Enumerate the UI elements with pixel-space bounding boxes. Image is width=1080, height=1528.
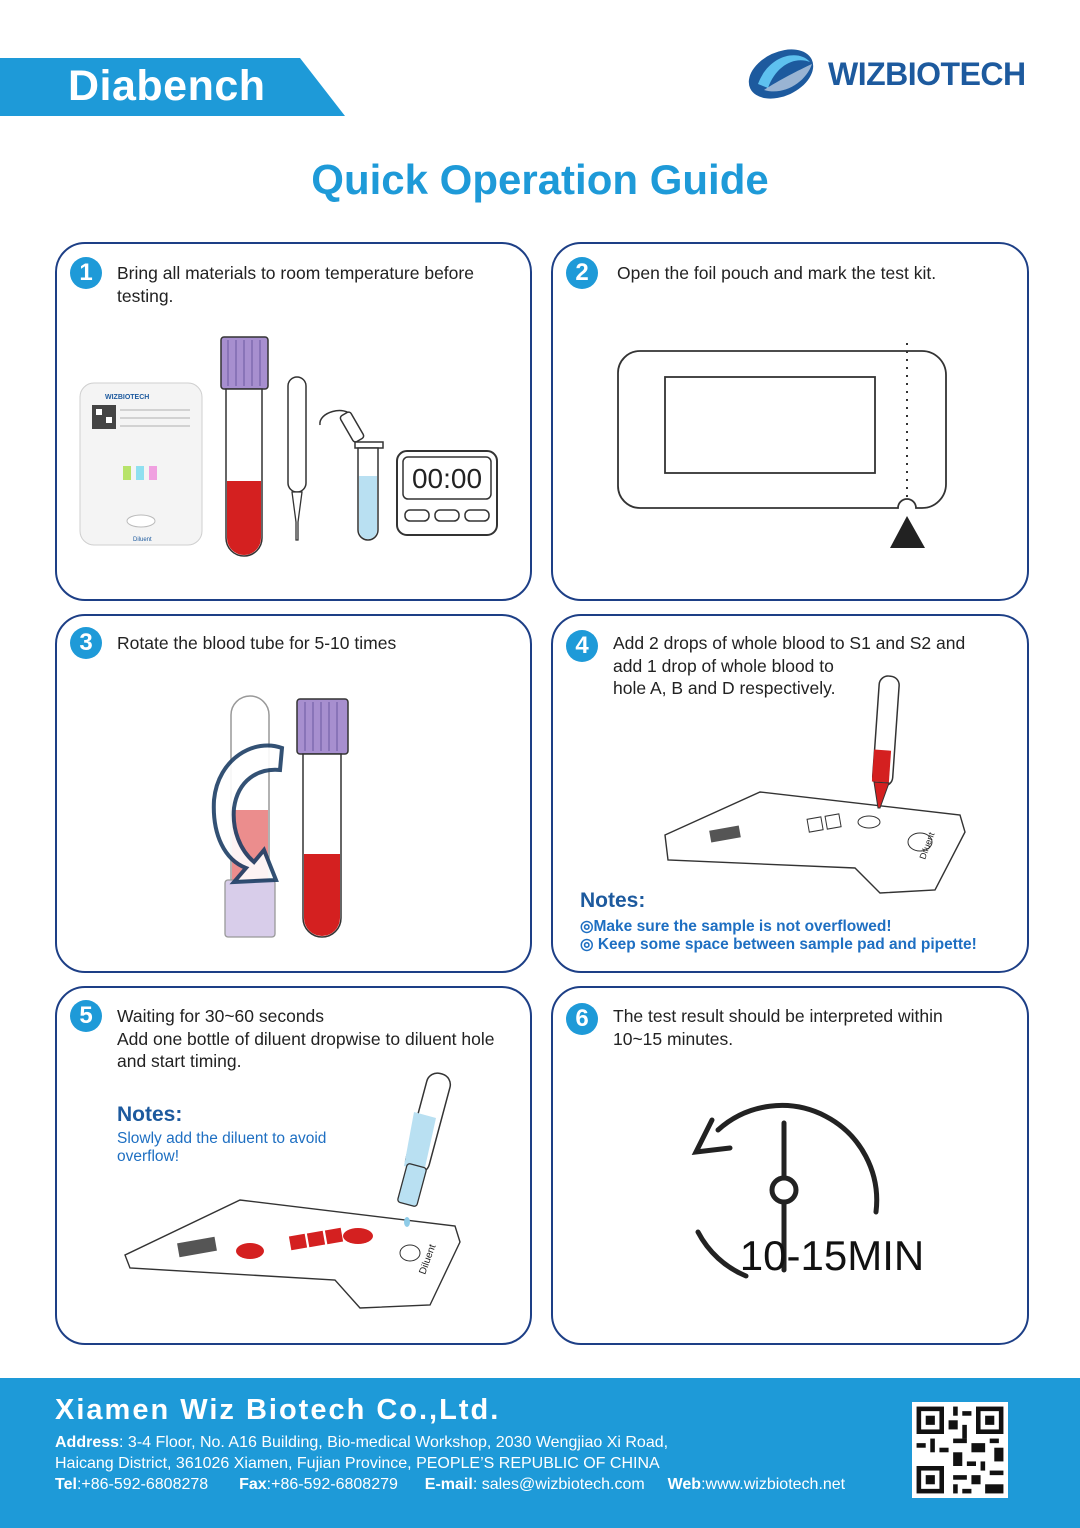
tear-notch-arrow-icon: [890, 516, 925, 548]
product-name: Diabench: [68, 62, 266, 110]
footer: [0, 1378, 1080, 1528]
contact-line: Tel:+86-592-6808278 Fax:+86-592-6808279 …: [55, 1476, 846, 1493]
step-number-5: 5: [70, 1000, 102, 1032]
brand-wordmark: WIZBIOTECH: [828, 56, 1026, 92]
step-number-6: 6: [566, 1003, 598, 1035]
diluent-tube-icon: [319, 409, 384, 541]
foil-pouch-icon: [617, 343, 947, 509]
step-card-6: [551, 986, 1029, 1345]
svg-text:00:00: 00:00: [412, 463, 482, 494]
address-line-1: Address: 3-4 Floor, No. A16 Building, Bi…: [55, 1434, 669, 1451]
step-card-3: [55, 614, 532, 973]
test-kit-angled-icon: Diluent: [664, 791, 966, 894]
timer-icon: 00:00: [396, 450, 498, 536]
company-name: Xiamen Wiz Biotech Co.,Ltd.: [55, 1394, 501, 1426]
qr-code-icon: [912, 1402, 1008, 1498]
step-6-text: The test result should be interpreted wi…: [613, 1006, 943, 1049]
notes-5-line-1: Slowly add the diluent to avoid: [117, 1130, 327, 1147]
countdown-clock-icon: [691, 1102, 880, 1279]
notes-4-line-1: ◎Make sure the sample is not overflowed!: [580, 918, 892, 935]
step-number-2: 2: [566, 257, 598, 289]
test-kit-icon: WIZBIOTECH Diluent: [79, 382, 203, 546]
rotate-arrow-icon: [211, 743, 285, 885]
notes-5-line-2: overflow!: [117, 1148, 180, 1165]
step-1-text: Bring all materials to room temperature …: [117, 263, 474, 306]
wizbiotech-logo-icon: [748, 49, 814, 99]
timer-caption: 10-15MIN: [740, 1232, 924, 1279]
address-line-2: Haicang District, 361026 Xiamen, Fujian …: [55, 1455, 660, 1472]
inverted-tube-icon: [224, 695, 276, 938]
step-card-5: [55, 986, 532, 1345]
svg-text:Diluent: Diluent: [133, 537, 152, 543]
diluent-bottle-icon: [397, 1072, 452, 1227]
pipette-with-blood-icon: [871, 675, 900, 809]
step-number-1: 1: [70, 257, 102, 289]
header-band: [0, 58, 345, 116]
upright-tube-icon: [296, 698, 349, 938]
step-card-4: [551, 614, 1029, 973]
notes-4-title: Notes:: [580, 889, 646, 912]
step-3-text: Rotate the blood tube for 5-10 times: [117, 633, 397, 653]
notes-4-line-2: ◎ Keep some space between sample pad and…: [580, 936, 977, 953]
step-number-4: 4: [566, 630, 598, 662]
notes-5-title: Notes:: [117, 1103, 183, 1126]
page-title: Quick Operation Guide: [311, 156, 769, 203]
step-4-text: Add 2 drops of whole blood to S1 and S2 …: [613, 633, 966, 698]
step-2-text: Open the foil pouch and mark the test ki…: [617, 263, 937, 283]
svg-text:WIZBIOTECH: WIZBIOTECH: [105, 394, 149, 401]
blood-tube-icon: [220, 336, 269, 557]
step-number-3: 3: [70, 627, 102, 659]
test-kit-angled-icon: Diluent: [124, 1199, 461, 1309]
pipette-icon: [287, 376, 307, 541]
